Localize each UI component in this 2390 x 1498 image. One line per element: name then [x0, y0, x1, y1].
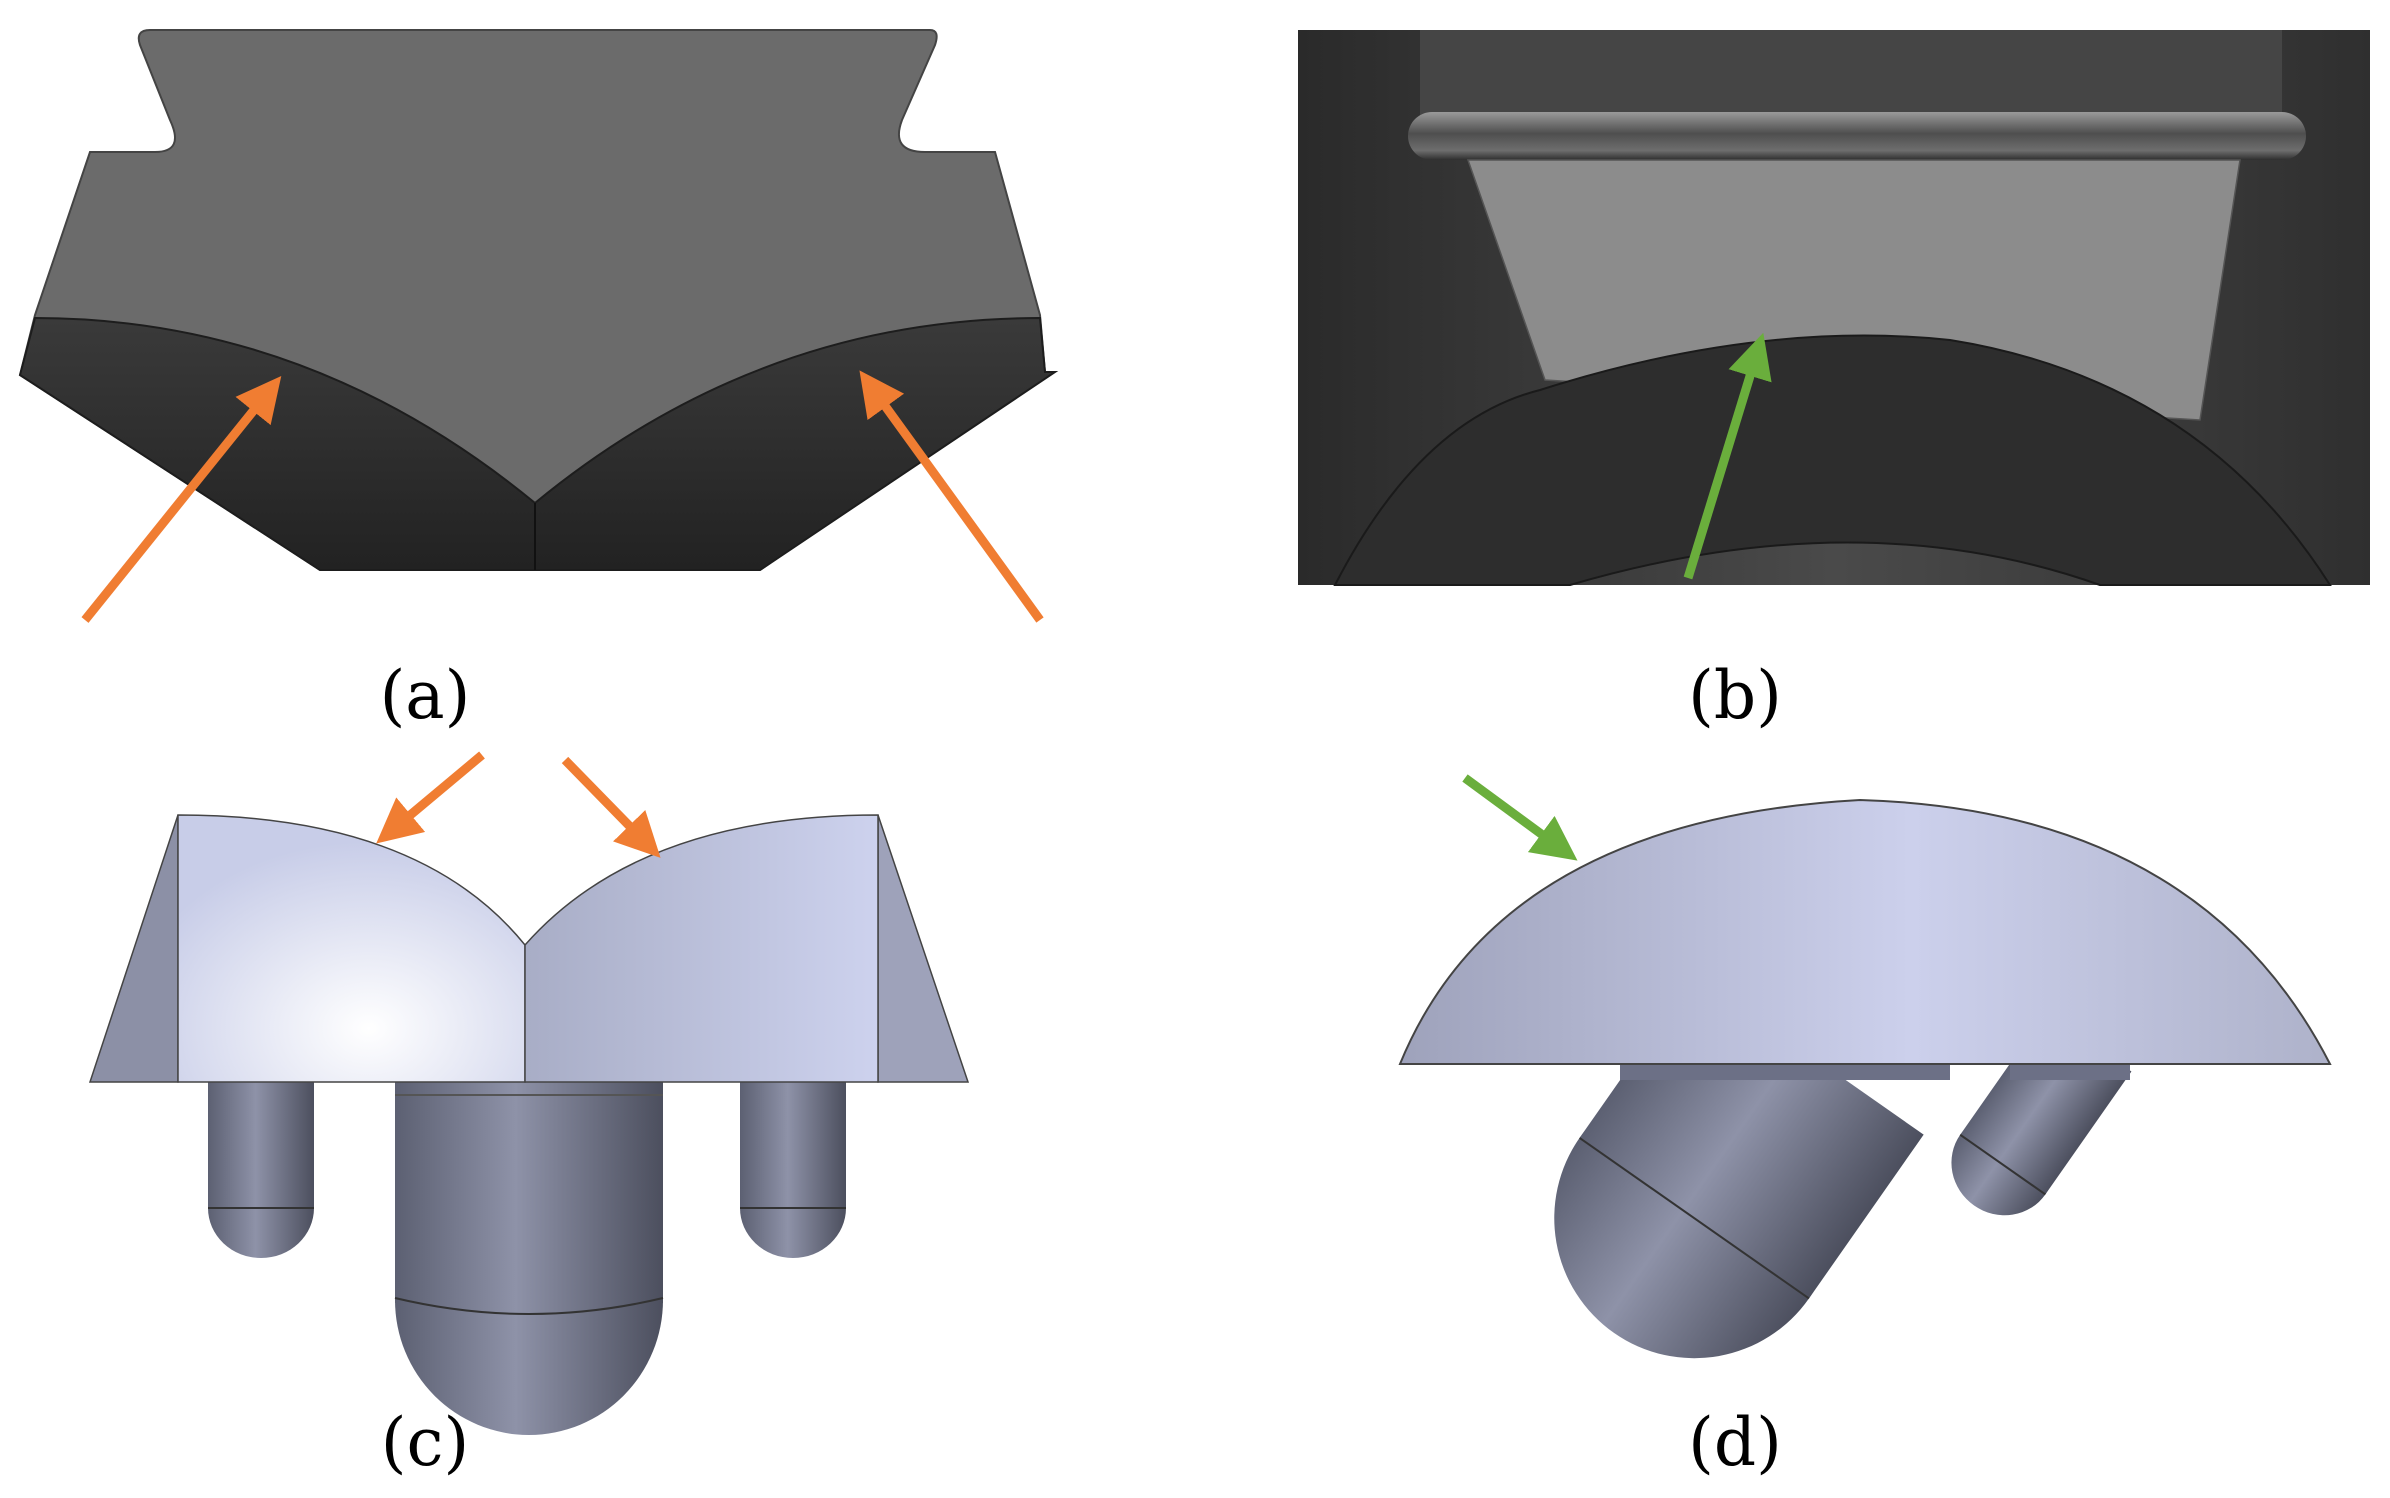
- contact-face-left-c: [177, 814, 526, 1083]
- panel-c: (c): [88, 751, 970, 1481]
- arrow-a-right: [859, 370, 1044, 623]
- panel-a: (a): [18, 29, 1059, 734]
- arrow-d: [1462, 774, 1578, 861]
- arrow-a-left: [81, 375, 282, 623]
- peg-left-c: [208, 1068, 314, 1258]
- dome-cap-d: [1398, 798, 2332, 1065]
- peg-right-c: [740, 1068, 846, 1258]
- jaw-curved-contact-b: [1333, 334, 2332, 586]
- peg-base-small-d: [2010, 1064, 2130, 1080]
- panel-label-d: (d): [1688, 1404, 1782, 1481]
- arrow-c-right: [561, 756, 661, 858]
- contact-face-right-c: [524, 814, 879, 1083]
- peg-base-d: [1620, 1064, 1950, 1080]
- panel-label-c: (c): [381, 1404, 469, 1481]
- peg-center-c: [394, 1078, 664, 1435]
- jaw-inner-face-b: [1466, 159, 2241, 421]
- side-face-left-c: [88, 814, 179, 1083]
- panel-b: (b): [1298, 30, 2370, 734]
- rail-b: [1408, 112, 2306, 160]
- gripper-body-a: [18, 29, 1047, 571]
- panel-label-b: (b): [1688, 657, 1782, 734]
- side-face-right-c: [877, 814, 970, 1083]
- panel-d: (d): [1398, 774, 2332, 1481]
- panel-label-a: (a): [380, 657, 471, 734]
- arrow-c-left: [376, 751, 485, 844]
- arrow-b: [1683, 332, 1772, 580]
